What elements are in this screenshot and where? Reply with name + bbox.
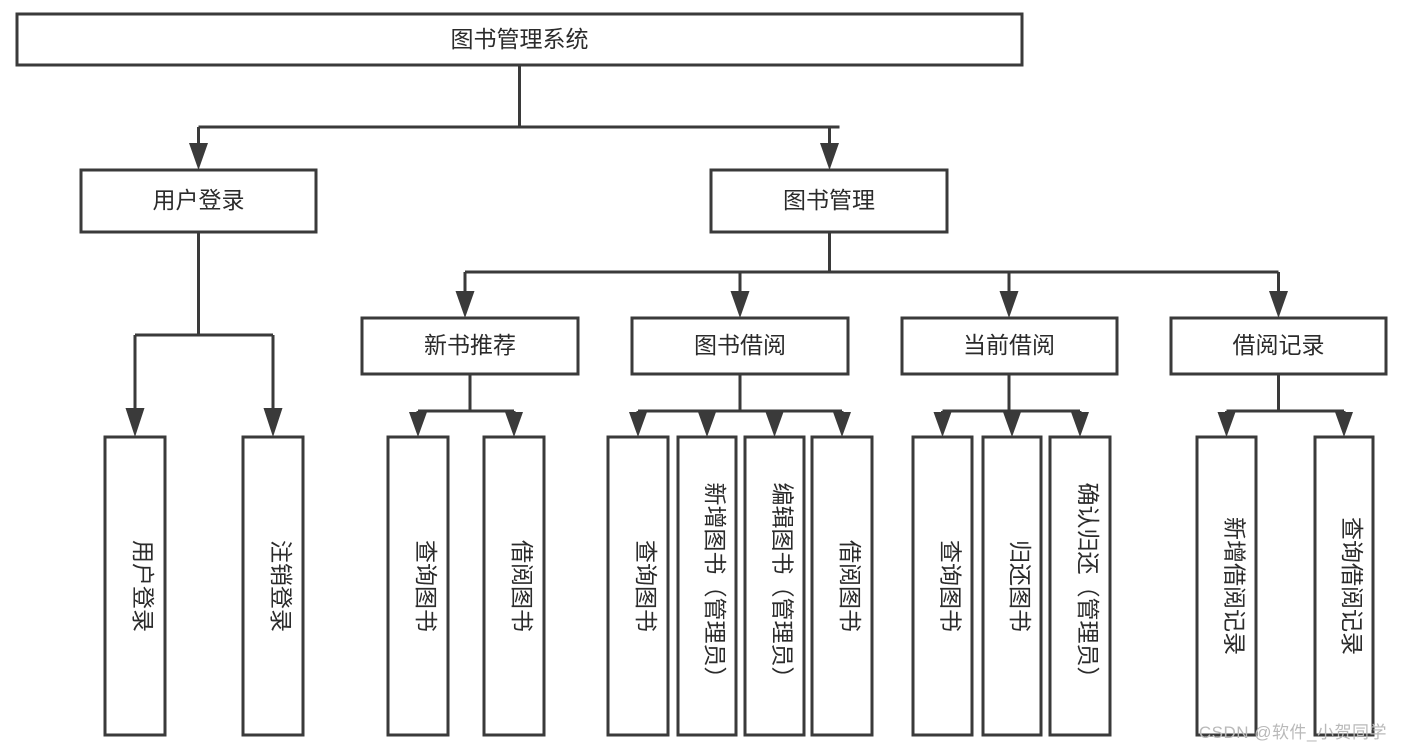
node-leaf-add-book[interactable]: 新增图书（管理员） [676, 435, 738, 737]
node-leaf-query-book-3[interactable]: 查询图书 [911, 435, 974, 737]
node-user-login-label: 用户登录 [153, 187, 245, 213]
node-leaf-query-book-3-rect[interactable] [911, 435, 974, 737]
node-leaf-return-book-rect[interactable] [981, 435, 1043, 737]
node-book-management[interactable]: 图书管理 [709, 168, 949, 234]
arrow-head-book-management [820, 143, 839, 170]
node-leaf-query-book-1-label: 查询图书 [413, 540, 439, 632]
node-user-login-rect[interactable] [79, 168, 318, 234]
node-leaf-borrow-book-2-label: 借阅图书 [837, 540, 863, 632]
node-leaf-query-record-label: 查询借阅记录 [1339, 517, 1365, 655]
arrow-head-leaf-logout-login [263, 408, 283, 437]
arrow-head-leaf-add-book [698, 412, 716, 437]
arrow-head-leaf-query-book-2 [629, 412, 647, 437]
node-leaf-query-book-2-rect[interactable] [606, 435, 670, 737]
node-book-borrow-rect[interactable] [630, 316, 850, 376]
node-leaf-query-book-1-rect[interactable] [386, 435, 450, 737]
node-leaf-query-book-2[interactable]: 查询图书 [606, 435, 670, 737]
arrow-head-user-login [189, 143, 208, 170]
node-leaf-borrow-book-2[interactable]: 借阅图书 [810, 435, 874, 737]
node-borrow-record-rect[interactable] [1169, 316, 1388, 376]
connector-group-book-borrow [629, 374, 851, 437]
arrow-head-leaf-query-book-1 [409, 412, 427, 437]
node-leaf-add-record[interactable]: 新增借阅记录 [1195, 435, 1258, 737]
node-new-book-recommend-rect[interactable] [360, 316, 580, 376]
node-leaf-logout-login-label: 注销登录 [268, 540, 294, 632]
node-root-label: 图书管理系统 [451, 26, 589, 52]
node-leaf-add-record-rect[interactable] [1195, 435, 1258, 737]
node-leaf-logout-login-rect[interactable] [241, 435, 305, 737]
connector-group-root [189, 65, 840, 170]
arrow-head-book-borrow [730, 291, 750, 318]
arrow-head-leaf-edit-book [765, 412, 784, 437]
node-book-management-rect[interactable] [709, 168, 949, 234]
arrow-head-leaf-borrow-book-2 [833, 412, 851, 437]
node-leaf-confirm-return[interactable]: 确认归还（管理员） [1048, 435, 1112, 737]
arrow-head-new-book-recommend [455, 291, 475, 318]
node-book-borrow-label: 图书借阅 [694, 332, 786, 358]
node-leaf-borrow-book-2-rect[interactable] [810, 435, 874, 737]
node-borrow-record-label: 借阅记录 [1233, 332, 1325, 358]
arrow-head-borrow-record [1269, 291, 1288, 318]
node-book-borrow[interactable]: 图书借阅 [630, 316, 850, 376]
node-leaf-return-book-label: 归还图书 [1007, 540, 1033, 632]
arrow-head-leaf-add-record [1217, 412, 1236, 437]
node-borrow-record[interactable]: 借阅记录 [1169, 316, 1388, 376]
node-leaf-user-login-rect[interactable] [103, 435, 167, 737]
connector-group-borrow-record [1217, 374, 1353, 437]
connector-group-user-login [125, 232, 283, 437]
node-leaf-borrow-book-1[interactable]: 借阅图书 [482, 435, 546, 737]
connector-group-book-management [455, 232, 1288, 318]
arrow-head-leaf-user-login [125, 408, 145, 437]
node-leaf-edit-book-label: 编辑图书（管理员） [770, 483, 796, 690]
node-new-book-recommend-label: 新书推荐 [424, 332, 516, 358]
connector-group-new-book-recommend [409, 374, 523, 437]
arrow-head-leaf-borrow-book-1 [505, 412, 523, 437]
arrow-head-leaf-query-record [1335, 412, 1353, 437]
node-leaf-user-login-label: 用户登录 [130, 540, 156, 632]
node-leaf-query-book-2-label: 查询图书 [633, 540, 659, 632]
node-leaf-edit-book-rect[interactable] [743, 435, 806, 737]
node-leaf-query-book-3-label: 查询图书 [938, 540, 964, 632]
node-leaf-borrow-book-1-rect[interactable] [482, 435, 546, 737]
node-book-management-label: 图书管理 [783, 187, 875, 213]
node-leaf-query-book-1[interactable]: 查询图书 [386, 435, 450, 737]
arrow-head-current-borrow [999, 291, 1019, 318]
node-leaf-add-book-label: 新增图书（管理员） [702, 483, 728, 690]
node-root[interactable]: 图书管理系统 [15, 12, 1024, 67]
node-user-login[interactable]: 用户登录 [79, 168, 318, 234]
node-leaf-edit-book[interactable]: 编辑图书（管理员） [743, 435, 806, 737]
node-current-borrow-rect[interactable] [900, 316, 1119, 376]
node-leaf-logout-login[interactable]: 注销登录 [241, 435, 305, 737]
node-leaf-add-book-rect[interactable] [676, 435, 738, 737]
node-current-borrow-label: 当前借阅 [963, 332, 1055, 358]
node-new-book-recommend[interactable]: 新书推荐 [360, 316, 580, 376]
node-leaf-query-record-rect[interactable] [1313, 435, 1375, 737]
node-leaf-confirm-return-rect[interactable] [1048, 435, 1112, 737]
arrow-head-leaf-return-book [1003, 412, 1021, 437]
node-leaf-return-book[interactable]: 归还图书 [981, 435, 1043, 737]
node-leaf-user-login[interactable]: 用户登录 [103, 435, 167, 737]
node-current-borrow[interactable]: 当前借阅 [900, 316, 1119, 376]
node-leaf-query-record[interactable]: 查询借阅记录 [1313, 435, 1375, 737]
arrow-head-leaf-confirm-return [1071, 412, 1089, 437]
node-leaf-add-record-label: 新增借阅记录 [1222, 517, 1248, 655]
node-leaf-confirm-return-label: 确认归还（管理员） [1075, 483, 1101, 690]
node-leaf-borrow-book-1-label: 借阅图书 [509, 540, 535, 632]
connector-group-current-borrow [933, 374, 1089, 437]
node-root-rect[interactable] [15, 12, 1024, 67]
arrow-head-leaf-query-book-3 [933, 412, 952, 437]
